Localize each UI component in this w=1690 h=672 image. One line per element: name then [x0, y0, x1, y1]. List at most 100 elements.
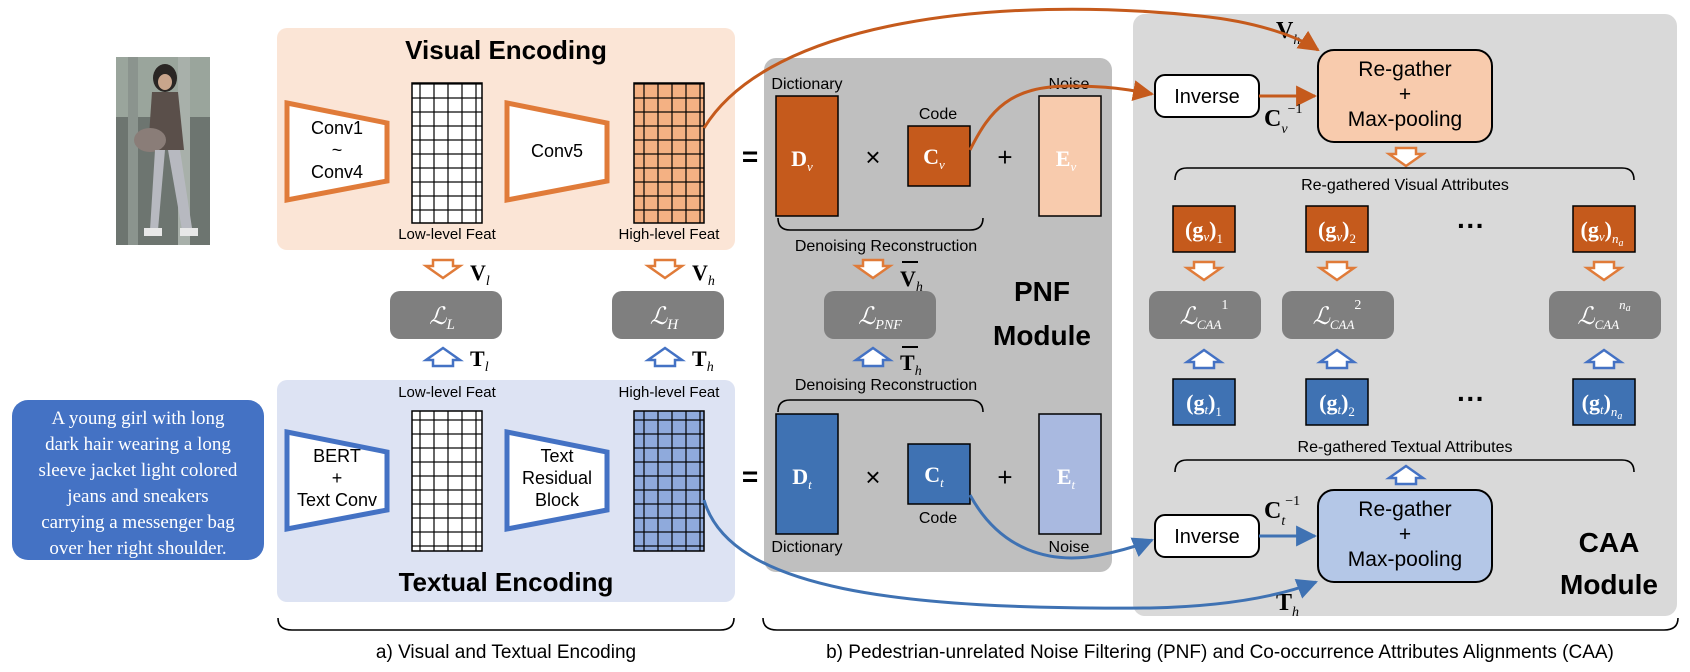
code-top-label: Code — [919, 106, 957, 123]
regather-bottom-box — [1317, 489, 1493, 583]
ct-inverse-symbol: Ct−1 — [1264, 494, 1300, 529]
gt-2-hollow-arrow — [1316, 348, 1358, 370]
plus-bottom: + — [997, 462, 1012, 492]
inverse-bottom-label: Inverse — [1174, 526, 1240, 548]
ct-to-inverse-curve — [968, 494, 1154, 560]
cv-matrix — [907, 125, 971, 187]
dt-matrix — [775, 413, 839, 535]
regather-top-line-2: Max-pooling — [1348, 108, 1462, 131]
inverse-top-label: Inverse — [1174, 86, 1240, 108]
gv-n-box — [1572, 205, 1636, 253]
loss-high-symbol: ℒH — [650, 304, 679, 333]
gv-2-hollow-arrow — [1316, 260, 1358, 282]
caption-b: b) Pedestrian-unrelated Noise Filtering … — [826, 642, 1614, 663]
gt-n-hollow-arrow — [1583, 348, 1625, 370]
gt-1-hollow-arrow — [1183, 348, 1225, 370]
pnf-title-line-1: PNF — [1014, 276, 1070, 307]
regather-bottom-line-1: Re-gather — [1358, 498, 1451, 521]
text-residual-line-2: Residual — [522, 468, 592, 488]
caa-th-symbol: Th — [1276, 590, 1299, 620]
caption-line-2: dark hair wearing a long — [45, 434, 231, 455]
noise-bottom-label: Noise — [1049, 539, 1090, 556]
times-top: × — [865, 142, 880, 172]
gv-2-box — [1305, 205, 1369, 253]
loss-caa-2-symbol: ℒCAA2 — [1313, 298, 1362, 332]
visual-attributes-brace — [1174, 167, 1635, 181]
denoise-bottom-label: Denoising Reconstruction — [795, 377, 977, 394]
th-hollow-arrow — [644, 346, 686, 368]
ev-matrix — [1038, 95, 1102, 217]
code-bottom-label: Code — [919, 510, 957, 527]
denoise-brace-bottom — [777, 399, 984, 413]
denoise-top-label: Denoising Reconstruction — [795, 238, 977, 255]
dictionary-top-label: Dictionary — [771, 76, 842, 93]
textual-attributes-ellipsis: ··· — [1457, 383, 1485, 414]
regather-top-line-1: Re-gather — [1358, 58, 1451, 81]
th-symbol: Th — [692, 346, 714, 375]
gv-1-hollow-arrow — [1183, 260, 1225, 282]
caption-line-5: carrying a messenger bag — [41, 512, 235, 533]
times-bottom: × — [865, 462, 880, 492]
bert-text-conv-block — [284, 428, 390, 533]
tbar-hollow-arrow — [852, 346, 894, 368]
dictionary-bottom-label: Dictionary — [771, 539, 842, 556]
pnf-title-line-2: Module — [993, 320, 1091, 351]
pedestrian-photo — [116, 57, 210, 245]
gv-1-box — [1172, 205, 1236, 253]
vl-hollow-arrow — [422, 258, 464, 280]
caption-line-3: sleeve jacket light colored — [39, 460, 238, 481]
conv1-conv4-block — [284, 99, 390, 204]
cv-to-inverse-curve — [968, 80, 1155, 151]
caption-a: a) Visual and Textual Encoding — [376, 642, 636, 663]
caption-b-brace — [762, 617, 1679, 631]
regather-top-plus: + — [1399, 83, 1411, 106]
caption-text-box: A young girl with long dark hair wearing… — [12, 400, 264, 560]
caa-title-line-2: Module — [1560, 569, 1658, 600]
vl-symbol: Vl — [470, 260, 490, 289]
loss-low-symbol: ℒL — [429, 304, 455, 333]
dv-matrix — [775, 95, 839, 217]
loss-caa-1-symbol: ℒCAA1 — [1180, 298, 1229, 332]
plus-top: + — [997, 142, 1012, 172]
bert-plus: + — [332, 468, 343, 488]
loss-caa-n-box — [1549, 291, 1661, 339]
regather-top-box — [1317, 49, 1493, 143]
textual-low-level-grid — [411, 410, 483, 552]
loss-pnf-symbol: ℒPNF — [858, 304, 902, 333]
tbar-symbol: Th — [900, 350, 922, 379]
text-residual-line-3: Block — [535, 490, 580, 510]
tl-hollow-arrow — [422, 346, 464, 368]
loss-caa-2-box — [1282, 291, 1394, 339]
textual-attributes-brace — [1174, 459, 1635, 473]
dv-symbol: Dv — [791, 146, 813, 174]
regather-visual-hollow-arrow — [1385, 146, 1427, 168]
conv5-label: Conv5 — [531, 141, 583, 161]
conv4-label: Conv4 — [311, 162, 363, 182]
conv1-label: Conv1 — [311, 118, 363, 138]
loss-high-box — [612, 291, 724, 339]
et-matrix — [1038, 413, 1102, 535]
noise-top-label: Noise — [1049, 76, 1090, 93]
textual-encoding-title: Textual Encoding — [399, 567, 614, 597]
regather-textual-hollow-arrow — [1385, 464, 1427, 486]
regather-bottom-line-2: Max-pooling — [1348, 548, 1462, 571]
tl-symbol: Tl — [470, 346, 489, 375]
textual-high-level-grid — [633, 410, 705, 552]
visual-encoding-title: Visual Encoding — [405, 35, 607, 65]
equals-top: = — [742, 141, 758, 172]
caption-line-1: A young girl with long — [51, 408, 225, 429]
loss-caa-n-symbol: ℒCAAna — [1577, 297, 1630, 332]
vh-hollow-arrow — [644, 258, 686, 280]
visual-low-level-grid — [411, 82, 483, 224]
ct-matrix — [907, 443, 971, 505]
caption-line-4: jeans and sneakers — [66, 486, 208, 507]
cv-inverse-symbol: Cv−1 — [1264, 102, 1302, 137]
caa-title-line-1: CAA — [1579, 527, 1640, 558]
textual-low-level-label: Low-level Feat — [398, 384, 496, 401]
bert-label: BERT — [313, 446, 361, 466]
conv1-tilde: ~ — [332, 140, 343, 160]
ev-symbol: Ev — [1056, 146, 1077, 174]
regather-bottom-plus: + — [1399, 523, 1411, 546]
visual-high-level-label: High-level Feat — [619, 226, 721, 243]
